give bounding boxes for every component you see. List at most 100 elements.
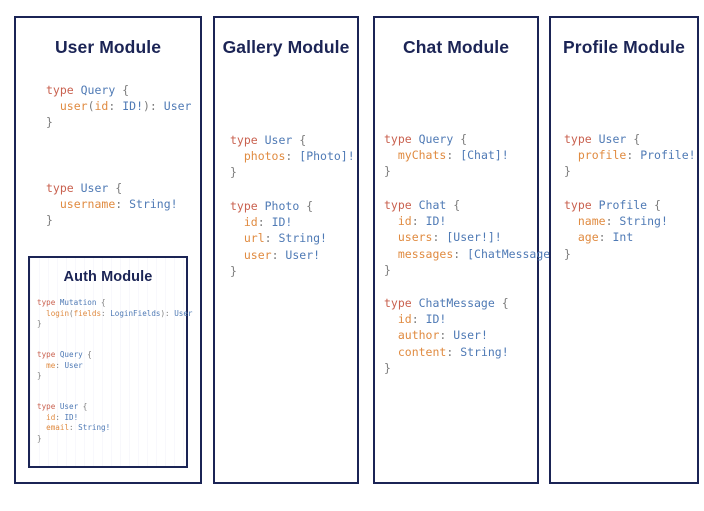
- code-line: type Mutation {: [37, 298, 193, 309]
- code-token: username: [59, 197, 116, 212]
- code-token: {: [453, 132, 468, 146]
- code-line: type User {: [46, 180, 178, 196]
- code-line: name: String!: [564, 213, 668, 229]
- code-token: users: [397, 230, 433, 245]
- code-block-chat-query: type Query { myChats: [Chat]!}: [384, 131, 509, 180]
- code-token: }: [46, 115, 53, 130]
- code-token: [46, 197, 60, 211]
- code-token: User: [59, 402, 79, 411]
- code-token: type: [37, 350, 60, 359]
- code-token: [384, 247, 398, 261]
- code-line: id: ID!: [230, 214, 327, 230]
- code-token: {: [299, 199, 314, 213]
- code-line: content: String!: [384, 344, 509, 360]
- code-token: name: [577, 214, 606, 229]
- code-token: :: [55, 360, 65, 370]
- code-line: me: User: [37, 361, 92, 372]
- code-token: :: [605, 214, 620, 229]
- panel-chat-module[interactable]: Chat Module type Query { myChats: [Chat]…: [373, 16, 564, 484]
- code-token: type: [384, 296, 419, 310]
- panel-title-chat-module: Chat Module: [402, 37, 510, 57]
- code-token: :: [285, 149, 300, 164]
- code-token: content: [397, 344, 447, 359]
- code-token: :: [101, 308, 111, 318]
- code-token: author: [397, 328, 440, 343]
- code-token: :: [264, 231, 279, 246]
- code-token: ):: [143, 99, 164, 114]
- code-line: }: [230, 164, 355, 180]
- code-line: id: ID!: [384, 311, 509, 327]
- code-token: :: [446, 148, 461, 163]
- code-token: User: [163, 99, 192, 114]
- code-token: [230, 248, 244, 262]
- code-token: [384, 214, 398, 228]
- code-token: (: [87, 99, 95, 114]
- code-line: }: [46, 114, 191, 130]
- code-token: [230, 215, 244, 229]
- code-block-auth-query: type Query { me: User}: [37, 350, 92, 382]
- code-token: User: [598, 132, 627, 146]
- code-token: [564, 214, 578, 228]
- code-line: myChats: [Chat]!: [384, 147, 509, 163]
- code-token: }: [384, 360, 391, 375]
- panel-auth-module[interactable]: Auth Module type Mutation { login(fields…: [28, 256, 193, 468]
- code-token: [564, 148, 578, 162]
- code-token: {: [78, 402, 88, 411]
- panel-gallery-module[interactable]: Gallery Module type User { photos: [Phot…: [213, 16, 359, 484]
- code-token: type: [230, 199, 265, 213]
- code-token: [Chat]!: [460, 148, 509, 163]
- code-token: :: [432, 230, 447, 245]
- code-token: ID!: [425, 312, 447, 327]
- code-token: }: [37, 319, 42, 329]
- code-line: type ChatMessage {: [384, 295, 509, 311]
- code-token: user: [59, 99, 88, 114]
- code-token: String!: [78, 423, 111, 433]
- code-line: profile: Profile!: [564, 147, 696, 163]
- code-token: }: [564, 246, 571, 261]
- code-line: username: String!: [46, 196, 178, 212]
- code-token: String!: [460, 344, 509, 359]
- code-token: type: [46, 181, 81, 195]
- code-line: photos: [Photo]!: [230, 148, 355, 164]
- code-line: type Query {: [384, 131, 509, 147]
- panel-profile-module[interactable]: Profile Module type User { profile: Prof…: [549, 16, 699, 484]
- code-block-auth-user: type User { id: ID! email: String!}: [37, 402, 110, 444]
- code-token: type: [564, 198, 599, 212]
- code-line: type User {: [230, 132, 355, 148]
- code-token: String!: [129, 197, 178, 212]
- code-token: :: [108, 99, 123, 114]
- panel-title-auth-module: Auth Module: [63, 269, 153, 285]
- code-token: }: [564, 164, 571, 179]
- code-line: }: [230, 263, 327, 279]
- code-token: type: [564, 132, 599, 146]
- code-token: [230, 149, 244, 163]
- panel-title-user-module: User Module: [54, 37, 162, 57]
- code-line: users: [User!]!: [384, 229, 564, 245]
- code-block-gallery-photo: type Photo { id: ID! url: String! user: …: [230, 198, 327, 279]
- code-token: User: [174, 308, 193, 318]
- code-line: type Chat {: [384, 197, 564, 213]
- code-token: {: [446, 198, 461, 212]
- code-token: user: [243, 247, 272, 262]
- panel-user-module[interactable]: User Module type Query { user(id: ID!): …: [14, 16, 202, 484]
- code-token: [384, 312, 398, 326]
- code-token: }: [46, 213, 53, 228]
- code-line: }: [384, 262, 564, 278]
- code-token: ID!: [122, 99, 143, 114]
- code-token: Photo: [264, 199, 300, 213]
- code-token: }: [230, 165, 237, 180]
- code-line: id: ID!: [384, 213, 564, 229]
- code-token: }: [37, 371, 42, 381]
- code-token: ID!: [271, 215, 293, 230]
- code-line: }: [37, 319, 193, 330]
- code-token: String!: [278, 231, 327, 246]
- code-token: String!: [619, 214, 668, 229]
- code-token: :: [257, 215, 272, 230]
- code-token: id: [397, 312, 412, 327]
- code-token: Mutation: [59, 298, 97, 307]
- panel-title-gallery-module: Gallery Module: [222, 37, 350, 57]
- code-line: age: Int: [564, 229, 668, 245]
- code-token: }: [230, 263, 237, 278]
- code-token: [User!]!: [446, 230, 502, 245]
- code-token: type: [37, 298, 60, 307]
